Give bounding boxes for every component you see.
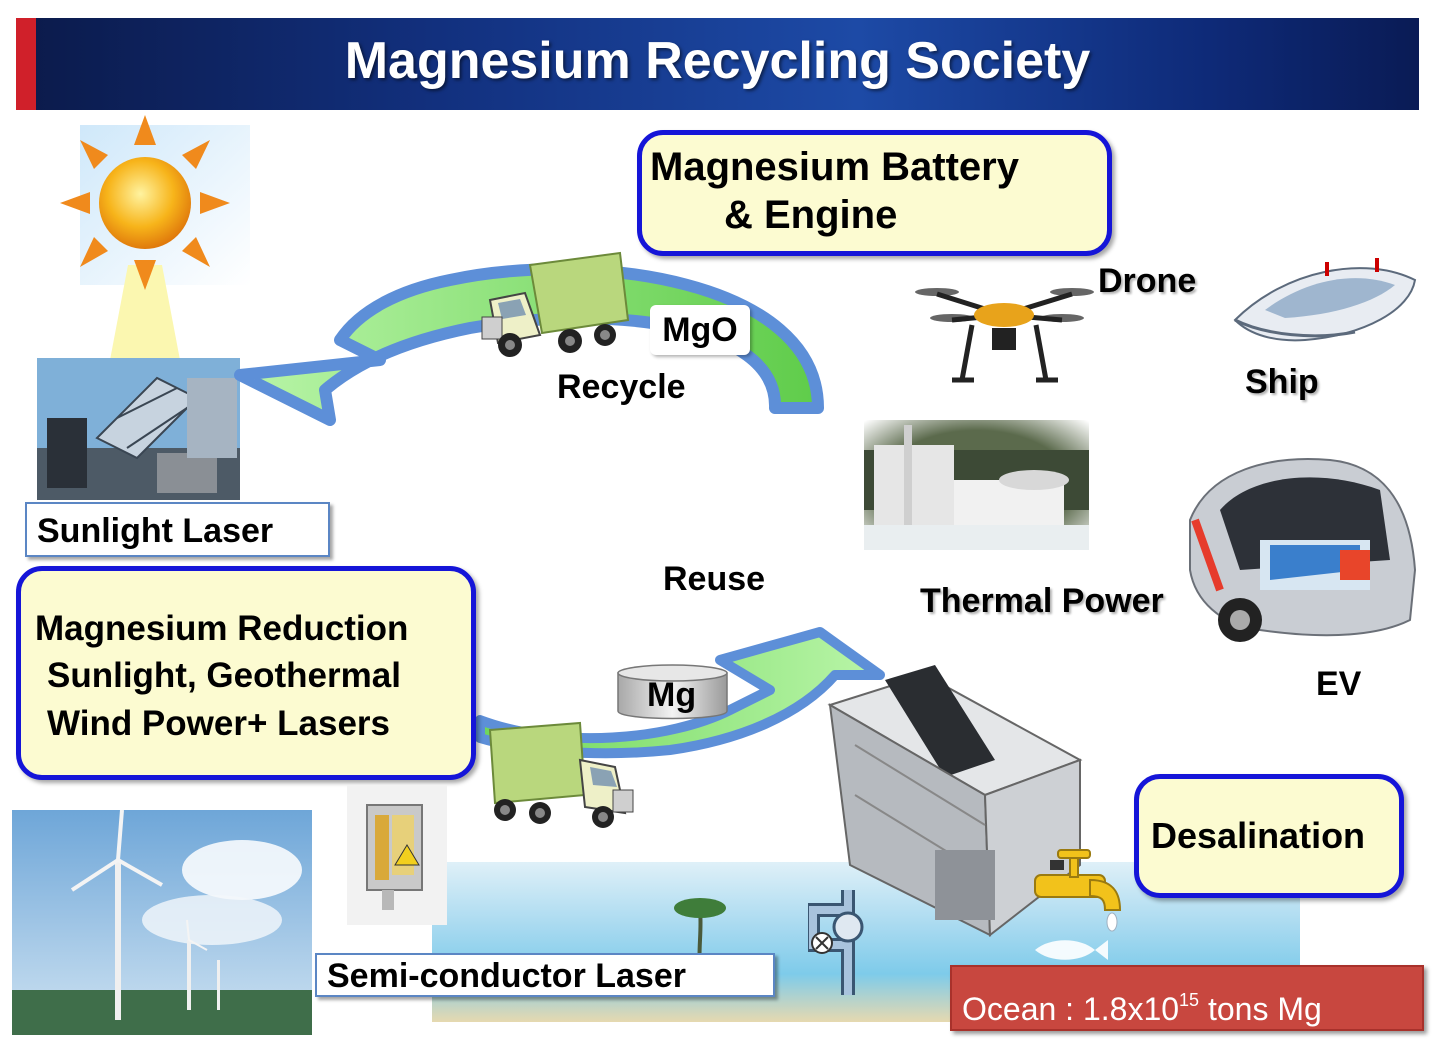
laser-diode-icon	[347, 785, 447, 925]
drone-icon	[915, 288, 1094, 383]
recycle-label: Recycle	[557, 368, 686, 406]
car-icon	[1189, 458, 1417, 642]
reduction-line2: Sunlight, Geothermal	[47, 656, 401, 695]
reduction-line3: Wind Power+ Lasers	[47, 704, 390, 743]
semiconductor-laser-label: Semi-conductor Laser	[315, 953, 775, 997]
thermal-power-label: Thermal Power	[920, 582, 1164, 620]
sunlight-laser-label: Sunlight Laser	[25, 502, 330, 557]
truck-icon	[481, 251, 630, 357]
drone-label: Drone	[1098, 262, 1197, 300]
ocean-exponent: 15	[1179, 990, 1200, 1010]
reuse-label: Reuse	[663, 560, 766, 598]
power-plant-icon	[864, 420, 1089, 550]
title-accent	[16, 18, 36, 110]
ocean-mg-label: Ocean : 1.8x1015 tons Mg	[950, 965, 1424, 1031]
mg-cylinder-icon	[617, 664, 728, 720]
valve-icon	[808, 890, 864, 995]
battery-line2: & Engine	[724, 193, 898, 237]
ship-icon	[1233, 258, 1417, 342]
reduction-box: Magnesium Reduction Sunlight, Geothermal…	[16, 566, 476, 780]
battery-line1: Magnesium Battery	[650, 145, 1019, 189]
truck-icon	[488, 721, 634, 828]
faucet-icon	[1034, 849, 1122, 932]
battery-engine-box: Magnesium Battery & Engine	[637, 130, 1112, 256]
reduction-line1: Magnesium Reduction	[35, 609, 409, 648]
sunlight-laser-photo	[37, 358, 240, 500]
ship-label: Ship	[1245, 363, 1319, 401]
mg-label: Mg	[647, 676, 697, 714]
desalination-label: Desalination	[1151, 815, 1366, 856]
sun-icon	[60, 115, 250, 360]
ocean-prefix: Ocean : 1.8x10	[962, 991, 1180, 1027]
page-title: Magnesium Recycling Society	[344, 32, 1091, 90]
ev-label: EV	[1316, 665, 1362, 703]
fish-icon	[1035, 940, 1108, 960]
desalination-box: Desalination	[1134, 774, 1404, 898]
wind-turbine-icon	[12, 810, 312, 1035]
title-bar	[16, 18, 1419, 110]
ocean-suffix: tons Mg	[1199, 991, 1322, 1027]
mgo-label: MgO	[650, 305, 750, 355]
desalination-unit-icon	[827, 665, 1083, 937]
